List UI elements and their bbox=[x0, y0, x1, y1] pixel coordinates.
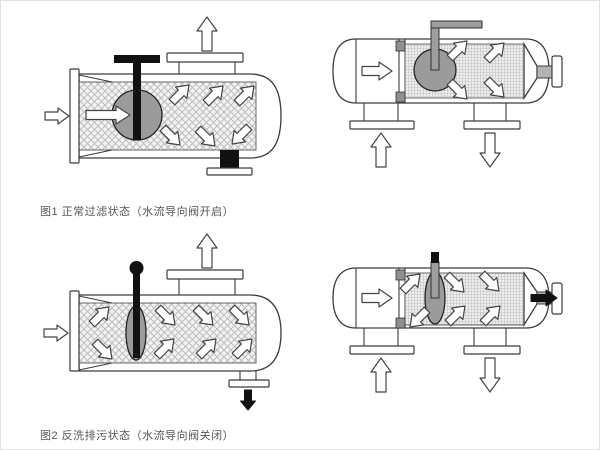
inlet-flange bbox=[69, 290, 80, 372]
inlet-flow-arrow-icon bbox=[43, 324, 69, 342]
bottom-outlet-down-arrow-icon bbox=[479, 357, 501, 393]
bottom-nozzles bbox=[363, 328, 507, 346]
drain-valve-closed bbox=[220, 150, 239, 168]
divider-tab-bottom bbox=[395, 91, 406, 103]
outlet-pipe-flange bbox=[551, 55, 563, 88]
divider-tab-bottom bbox=[395, 317, 406, 329]
bottom-inlet-flange bbox=[349, 345, 415, 355]
outlet-flange bbox=[166, 269, 244, 280]
bottom-outlet-down-arrow-icon bbox=[479, 132, 501, 168]
inlet-cone-lines bbox=[78, 74, 113, 158]
drain-flange bbox=[228, 379, 270, 388]
drain-nozzle bbox=[239, 371, 257, 380]
outlet-nozzle bbox=[178, 279, 236, 295]
bottom-inlet-flange bbox=[349, 120, 415, 130]
fig1-right-filter-vessel bbox=[332, 20, 563, 168]
outlet-flange bbox=[166, 52, 244, 63]
bottom-nozzles bbox=[363, 103, 507, 121]
figure1-caption: 图1 正常过滤状态（水流导向阀开启） bbox=[40, 206, 235, 218]
bottom-outlet-flange bbox=[463, 120, 521, 130]
fig1-left-filter-vessel bbox=[44, 16, 282, 176]
outlet-up-arrow-icon bbox=[196, 16, 218, 52]
valve-handle bbox=[430, 20, 483, 29]
outlet-up-arrow-icon bbox=[196, 233, 218, 269]
bottom-outlet-flange bbox=[463, 345, 521, 355]
divider-tab-top bbox=[395, 269, 406, 281]
valve-knob bbox=[129, 261, 144, 275]
divider-tab-top bbox=[395, 40, 406, 52]
valve-stem-cap bbox=[431, 252, 439, 263]
inlet-cone-lines bbox=[78, 295, 113, 371]
valve-stem bbox=[430, 261, 440, 299]
fig2-right-filter-vessel bbox=[332, 252, 563, 393]
drain-down-arrow-icon bbox=[240, 389, 256, 411]
figure2-caption: 图2 反洗排污状态（水流导向阀关闭） bbox=[40, 430, 235, 442]
valve-stem bbox=[133, 270, 140, 358]
inlet-flange bbox=[69, 68, 80, 164]
inlet-flow-arrow-icon bbox=[44, 107, 70, 125]
valve-stem bbox=[133, 57, 141, 140]
bottom-inlet-up-arrow-icon bbox=[370, 132, 392, 168]
bottom-inlet-up-arrow-icon bbox=[370, 357, 392, 393]
valve-t-handle bbox=[114, 55, 160, 63]
drain-flange bbox=[206, 167, 253, 176]
outlet-nozzle bbox=[178, 62, 236, 74]
fig2-left-filter-vessel bbox=[43, 233, 282, 411]
